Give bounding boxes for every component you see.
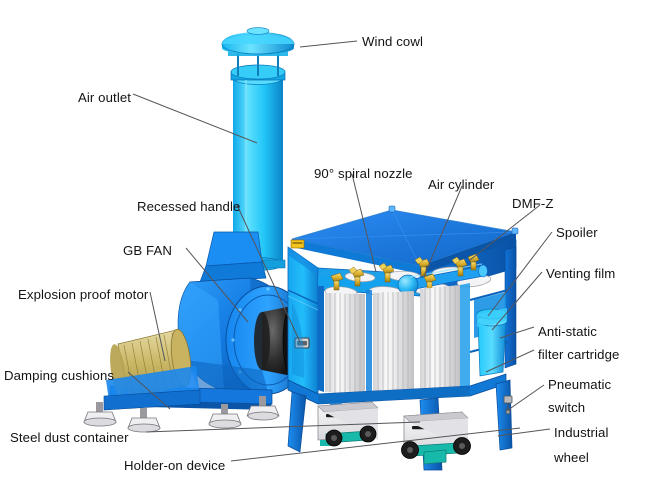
label-recessed-handle: Recessed handle [137, 199, 241, 214]
leader-air-outlet [132, 93, 258, 144]
label-spoiler: Spoiler [556, 225, 598, 240]
filter-cartridges [325, 285, 460, 396]
leader-recessed-handle [236, 204, 301, 343]
leader-filter-cartridge [485, 349, 535, 373]
label-air-outlet: Air outlet [78, 90, 132, 105]
label-industrial: Industrial [554, 425, 609, 440]
label-wheel: wheel [554, 450, 589, 465]
label-steel-dust-container: Steel dust container [10, 430, 129, 445]
explosion-proof-motor [103, 328, 201, 411]
label-switch: switch [548, 400, 586, 415]
recessed-handle-plate [294, 337, 310, 349]
leader-dmf-z [469, 204, 541, 261]
leader-air-cylinder [423, 185, 463, 277]
pulse-valve-group [330, 253, 480, 292]
dust-container-assembly [317, 401, 471, 465]
label-anti-static: Anti-static [538, 324, 597, 339]
leader-industrial-wheel [497, 428, 551, 437]
leader-gb-fan [185, 247, 249, 323]
label-spiral-nozzle: 90° spiral nozzle [314, 166, 413, 181]
leader-spoiler [487, 231, 553, 317]
label-damping-cushions: Damping cushions [4, 368, 115, 383]
leader-anti-static [499, 326, 535, 339]
leader-damping-cushions [127, 371, 171, 410]
leader-wind-cowl [299, 40, 358, 48]
label-holder-on-device: Holder-on device [124, 458, 226, 473]
leader-venting-film [491, 271, 543, 331]
label-pneumatic: Pneumatic [548, 377, 612, 392]
industrial-wheel [325, 425, 377, 447]
spoiler-venting-assembly [474, 292, 508, 377]
label-gb-fan: GB FAN [123, 243, 172, 258]
damping-cushions [83, 396, 280, 433]
leader-steel-dust-container [145, 421, 421, 433]
label-venting-film: Venting film [546, 266, 616, 281]
label-dmf-z: DMF-Z [512, 196, 554, 211]
leader-spiral-nozzle [351, 173, 377, 273]
label-filter-cartridge: filter cartridge [538, 347, 620, 362]
leader-holder-on-device [230, 427, 521, 462]
wind-cowl [221, 27, 295, 76]
pneumatic-switch [503, 395, 513, 415]
leader-explosion-proof-motor [149, 291, 166, 362]
label-air-cylinder: Air cylinder [428, 177, 495, 192]
leader-pneumatic-switch [507, 384, 545, 411]
label-wind-cowl: Wind cowl [362, 34, 423, 49]
label-explosion-proof-motor: Explosion proof motor [18, 287, 149, 302]
